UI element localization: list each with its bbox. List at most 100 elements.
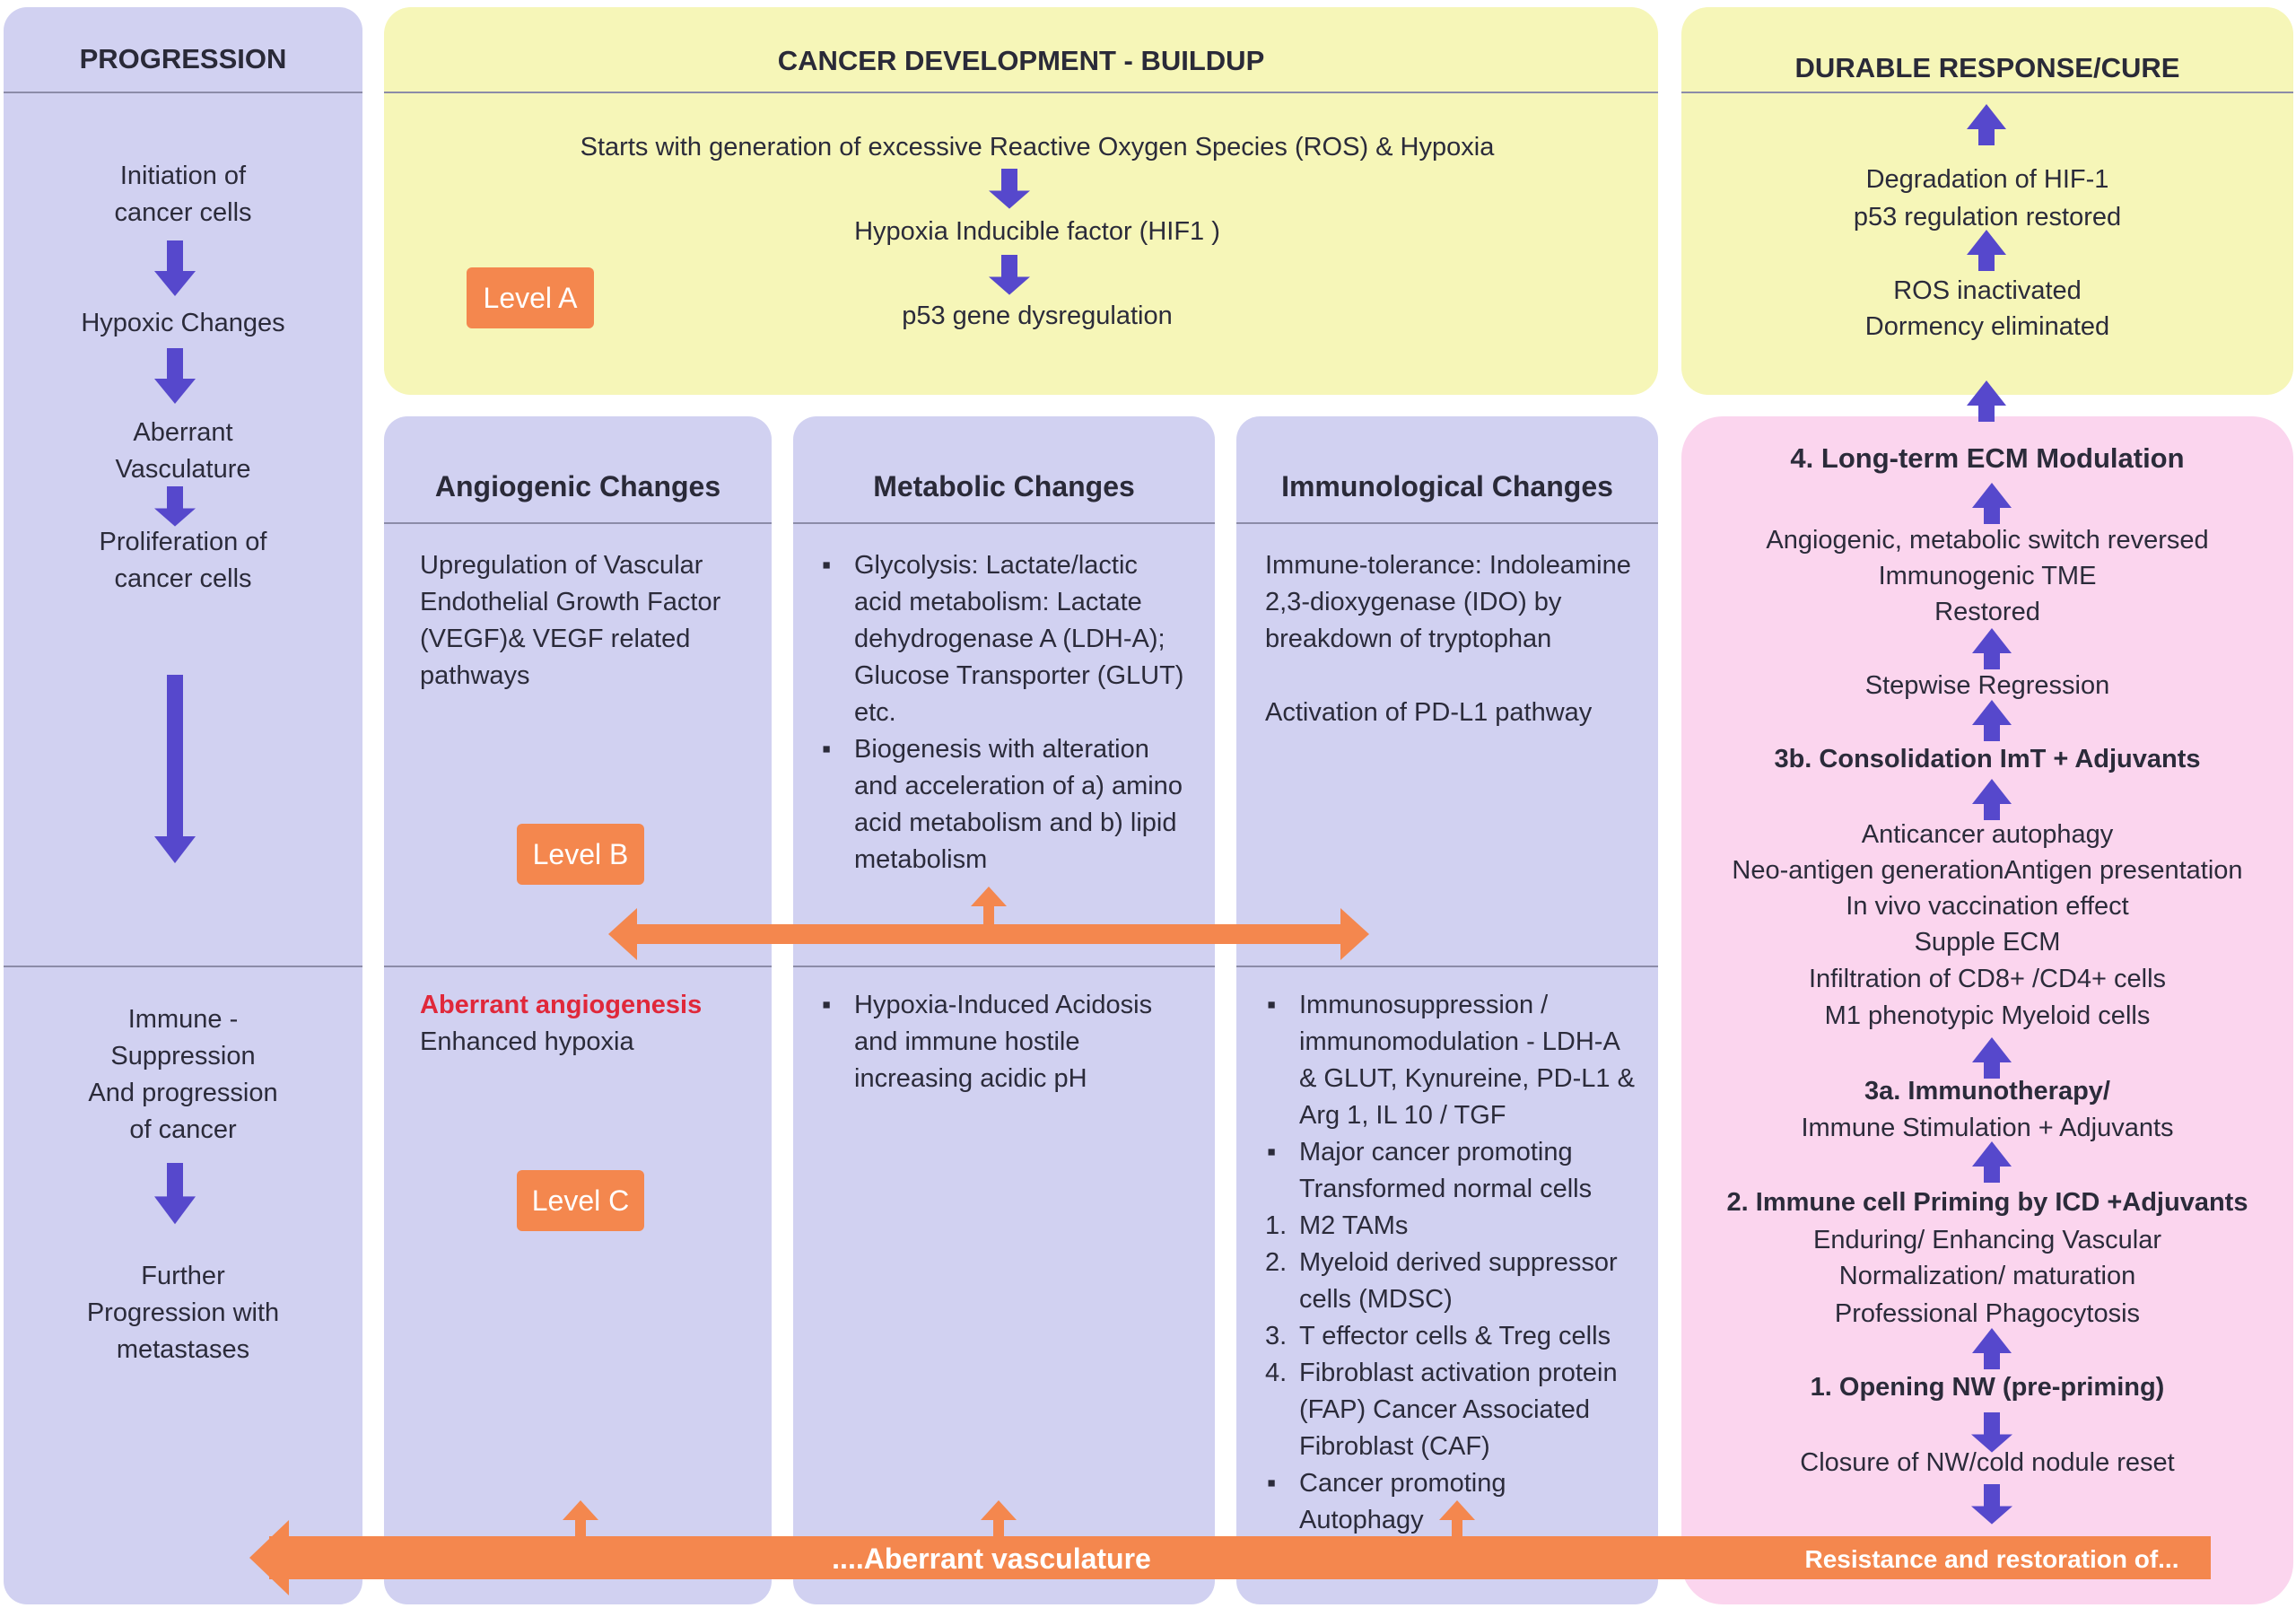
divider [793, 522, 1215, 524]
list-item: Hypoxia-Induced Acidosis and immune host… [820, 987, 1206, 1097]
modulation-item: Supple ECM [1914, 928, 2061, 957]
down-arrow-icon [1971, 1412, 2012, 1453]
list-item: T effector cells & Treg cells [1265, 1318, 1611, 1355]
list-item: Cancer promoting Autophagy [1265, 1465, 1660, 1539]
modulation-item: In vivo vaccination effect [1846, 892, 2129, 921]
up-arrow-icon [971, 887, 1007, 924]
bottom-arrow-right-label: Resistance and restoration of... [1804, 1545, 2179, 1573]
level-b-badge: Level B [517, 824, 644, 885]
immuno-list-bottom: Immunosuppression / immunomodulation - L… [1265, 987, 1660, 1539]
up-arrow-icon [1972, 779, 2012, 820]
up-arrow-icon [1972, 1037, 2012, 1079]
divider [1236, 522, 1658, 524]
metabolic-title: Metabolic Changes [873, 470, 1135, 502]
down-arrow-icon [154, 486, 196, 527]
modulation-stepwise: Stepwise Regression [1864, 671, 2110, 700]
divider [793, 966, 1215, 967]
down-arrow-icon [989, 169, 1030, 209]
bottom-left-arrow-icon [249, 1520, 2211, 1595]
down-arrow-icon [1971, 1484, 2012, 1525]
progression-step-immune-suppression: Immune - Suppression And progression of … [88, 1005, 278, 1144]
modulation-heading-3b: 3b. Consolidation ImT + Adjuvants [1774, 745, 2201, 773]
buildup-line-hif: Hypoxia Inducible factor (HIF1 ) [854, 217, 1220, 246]
buildup-line-p53: p53 gene dysregulation [902, 302, 1173, 330]
modulation-heading-2: 2. Immune cell Priming by ICD +Adjuvants [1726, 1188, 2248, 1217]
up-arrow-icon [1967, 230, 2006, 271]
modulation-item: Neo-antigen generationAntigen presentati… [1732, 856, 2243, 885]
up-arrow-icon [1967, 380, 2006, 422]
progression-step-metastases: Further Progression with metastases [86, 1262, 280, 1364]
modulation-item: Angiogenic, metabolic switch reversed [1766, 526, 2209, 555]
list-item: M2 TAMs [1265, 1208, 1409, 1245]
modulation-panel [1681, 416, 2293, 1604]
aberrant-angiogenesis-label: Aberrant angiogenesis [420, 991, 703, 1019]
cure-title: DURABLE RESPONSE/CURE [1794, 52, 2180, 83]
buildup-title: CANCER DEVELOPMENT - BUILDUP [777, 45, 1265, 76]
list-item: Glycolysis: Lactate/lactic acid metaboli… [820, 547, 1206, 731]
divider [384, 522, 772, 524]
metabolic-list-bottom: Hypoxia-Induced Acidosis and immune host… [820, 987, 1206, 1097]
cure-panel: DURABLE RESPONSE/CURE [1681, 7, 2293, 395]
up-arrow-icon [1439, 1500, 1475, 1538]
up-arrow-icon [981, 1500, 1017, 1538]
modulation-heading-3a: 3a. Immunotherapy/ [1864, 1077, 2110, 1106]
modulation-heading-4: 4. Long-term ECM Modulation [1790, 442, 2185, 474]
up-arrow-icon [1967, 104, 2006, 145]
immunological-title: Immunological Changes [1281, 470, 1613, 502]
list-item: Biogenesis with alteration and accelerat… [820, 731, 1206, 878]
buildup-panel: CANCER DEVELOPMENT - BUILDUP [384, 7, 1658, 395]
angiogenic-panel: Angiogenic Changes [384, 416, 772, 1604]
divider [1681, 92, 2293, 93]
divider [4, 92, 362, 93]
divider [384, 92, 1658, 93]
up-arrow-icon [563, 1500, 598, 1538]
list-item: Myeloid derived suppressor cells (MDSC) [1265, 1245, 1618, 1314]
modulation-item: Enduring/ Enhancing Vascular [1813, 1226, 2161, 1254]
modulation-item: Normalization/ maturation [1838, 1262, 2136, 1290]
divider [4, 966, 362, 967]
double-headed-arrow-icon [608, 908, 1369, 960]
cure-item: Dormency eliminated [1864, 312, 2110, 341]
cure-item: ROS inactivated [1893, 276, 2082, 305]
bottom-arrow-left-label: ....Aberrant vasculature [832, 1542, 1151, 1575]
divider [384, 966, 772, 967]
angiogenic-aberrant-text: Aberrant angiogenesis Enhanced hypoxia [420, 987, 761, 1061]
up-arrow-icon [1972, 628, 2012, 669]
up-arrow-icon [1972, 1141, 2012, 1183]
progression-step-proliferation: Proliferation of cancer cells [99, 528, 267, 593]
modulation-item: Professional Phagocytosis [1834, 1299, 2141, 1328]
modulation-item: Immune Stimulation + Adjuvants [1801, 1114, 2174, 1142]
list-item: Major cancer promoting Transformed norma… [1265, 1134, 1660, 1208]
level-a-badge: Level A [467, 267, 594, 328]
up-arrow-icon [1972, 483, 2012, 524]
modulation-item: Infiltration of CD8+ /CD4+ cells [1808, 965, 2167, 993]
down-arrow-icon [989, 255, 1030, 295]
long-down-arrow-icon [154, 675, 196, 863]
immuno-text-top: Immune-tolerance: Indoleamine 2,3-dioxyg… [1265, 551, 1631, 727]
divider [1236, 966, 1658, 967]
cure-item: Degradation of HIF-1 [1865, 165, 2109, 194]
progression-step-initiation: Initiation of cancer cells [114, 162, 252, 227]
down-arrow-icon [154, 240, 196, 296]
buildup-line-ros: Starts with generation of excessive Reac… [580, 133, 1495, 162]
metabolic-list-top: Glycolysis: Lactate/lactic acid metaboli… [820, 547, 1206, 878]
modulation-item: Anticancer autophagy [1861, 820, 2114, 849]
up-arrow-icon [1972, 700, 2012, 741]
modulation-item: M1 phenotypic Myeloid cells [1824, 1001, 2151, 1030]
progression-step-hypoxic: Hypoxic Changes [81, 309, 285, 337]
modulation-item: Restored [1934, 598, 2040, 626]
angiogenic-title: Angiogenic Changes [434, 470, 721, 502]
modulation-item: Immunogenic TME [1878, 562, 2097, 590]
down-arrow-icon [154, 348, 196, 404]
progression-step-vasculature: Aberrant Vasculature [115, 418, 251, 484]
angiogenic-text: Upregulation of Vascular Endothelial Gro… [420, 551, 721, 690]
down-arrow-icon [154, 1163, 196, 1225]
list-item: Immunosuppression / immunomodulation - L… [1265, 987, 1660, 1134]
modulation-item: Closure of NW/cold nodule reset [1800, 1448, 2175, 1477]
modulation-heading-1: 1. Opening NW (pre-priming) [1810, 1373, 2165, 1402]
list-item: Fibroblast activation protein (FAP) Canc… [1265, 1355, 1618, 1461]
progression-title: PROGRESSION [79, 43, 287, 74]
up-arrow-icon [1972, 1328, 2012, 1369]
cure-item: p53 regulation restored [1853, 203, 2122, 232]
